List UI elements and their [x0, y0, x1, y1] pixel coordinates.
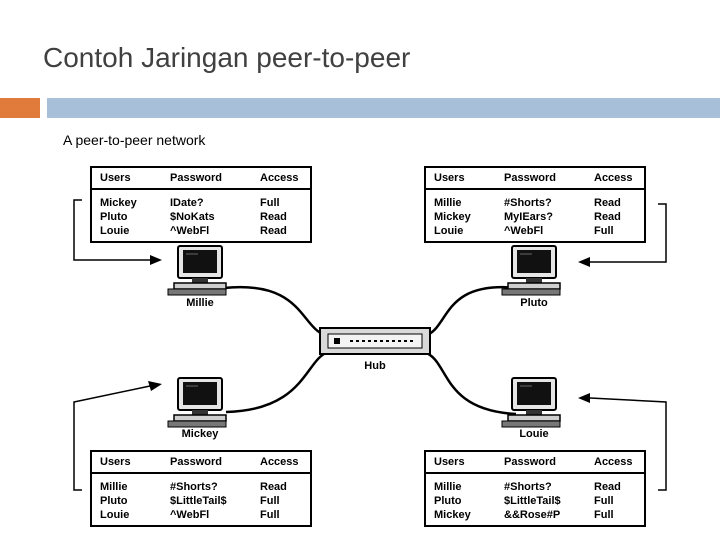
cell-password: MyIEars?	[504, 211, 553, 223]
table-header: Users Password Access	[426, 168, 644, 190]
computer-label-pluto: Pluto	[520, 297, 548, 309]
table-row: Millie #Shorts? Read	[426, 480, 644, 494]
header-users: Users	[100, 456, 131, 468]
header-password: Password	[504, 456, 556, 468]
header-access: Access	[594, 172, 633, 184]
table-header: Users Password Access	[92, 452, 310, 474]
computer-label-millie: Millie	[186, 297, 214, 309]
table-row: Millie #Shorts? Read	[92, 480, 310, 494]
header-password: Password	[170, 172, 222, 184]
cell-password: $LittleTail$	[170, 495, 227, 507]
cell-access: Read	[594, 211, 621, 223]
cell-access: Full	[260, 509, 280, 521]
header-access: Access	[260, 456, 299, 468]
table-row: Louie ^WebFl Read	[92, 224, 310, 238]
table-row: Mickey MyIEars? Read	[426, 210, 644, 224]
cell-access: Read	[260, 211, 287, 223]
header-users: Users	[434, 172, 465, 184]
table-header: Users Password Access	[92, 168, 310, 190]
computer-millie	[167, 245, 227, 296]
computer-louie	[501, 377, 561, 428]
cell-access: Full	[594, 495, 614, 507]
cell-password: IDate?	[170, 197, 204, 209]
computer-label-louie: Louie	[519, 428, 549, 440]
computer-mickey	[167, 377, 227, 428]
cell-user: Mickey	[434, 211, 471, 223]
cell-user: Mickey	[100, 197, 137, 209]
table-row: Millie #Shorts? Read	[426, 196, 644, 210]
cell-user: Louie	[100, 225, 130, 237]
cell-user: Pluto	[100, 211, 128, 223]
table-header: Users Password Access	[426, 452, 644, 474]
cell-user: Mickey	[434, 509, 471, 521]
cell-access: Read	[594, 481, 621, 493]
hub-label: Hub	[364, 360, 386, 372]
table-row: Louie ^WebFl Full	[426, 224, 644, 238]
cell-password: $NoKats	[170, 211, 215, 223]
cell-access: Read	[594, 197, 621, 209]
cell-user: Pluto	[434, 495, 462, 507]
hub-device	[319, 327, 431, 355]
account-table-pluto: Users Password Access Millie #Shorts? Re…	[424, 166, 646, 243]
table-row: Mickey IDate? Full	[92, 196, 310, 210]
table-row: Pluto $LittleTail$ Full	[426, 494, 644, 508]
cell-password: $LittleTail$	[504, 495, 561, 507]
cell-access: Full	[260, 495, 280, 507]
table-row: Pluto $NoKats Read	[92, 210, 310, 224]
figure-caption: A peer-to-peer network	[63, 132, 206, 148]
computer-label-mickey: Mickey	[181, 428, 219, 440]
cell-user: Millie	[434, 197, 462, 209]
cell-password: ^WebFl	[504, 225, 544, 237]
cell-user: Millie	[100, 481, 128, 493]
table-row: Pluto $LittleTail$ Full	[92, 494, 310, 508]
cell-access: Read	[260, 481, 287, 493]
table-row: Mickey &&Rose#P Full	[426, 508, 644, 522]
computer-pluto	[501, 245, 561, 296]
accent-bar-blue	[47, 98, 720, 118]
slide-title: Contoh Jaringan peer-to-peer	[43, 42, 411, 73]
cell-user: Pluto	[100, 495, 128, 507]
account-table-millie: Users Password Access Mickey IDate? Full…	[90, 166, 312, 243]
cell-user: Louie	[434, 225, 464, 237]
cell-user: Louie	[100, 509, 130, 521]
cell-access: Full	[260, 197, 280, 209]
cell-user: Millie	[434, 481, 462, 493]
header-access: Access	[260, 172, 299, 184]
cell-password: &&Rose#P	[504, 509, 561, 521]
account-table-mickey: Users Password Access Millie #Shorts? Re…	[90, 450, 312, 527]
cell-access: Full	[594, 225, 614, 237]
header-password: Password	[504, 172, 556, 184]
cell-password: #Shorts?	[504, 197, 552, 209]
cell-password: ^WebFl	[170, 225, 210, 237]
cell-password: ^WebFl	[170, 509, 210, 521]
header-access: Access	[594, 456, 633, 468]
cell-access: Read	[260, 225, 287, 237]
header-users: Users	[100, 172, 131, 184]
accent-bar-orange	[0, 98, 40, 118]
account-table-louie: Users Password Access Millie #Shorts? Re…	[424, 450, 646, 527]
table-row: Louie ^WebFl Full	[92, 508, 310, 522]
cell-access: Full	[594, 509, 614, 521]
header-password: Password	[170, 456, 222, 468]
cell-password: #Shorts?	[504, 481, 552, 493]
cell-password: #Shorts?	[170, 481, 218, 493]
header-users: Users	[434, 456, 465, 468]
